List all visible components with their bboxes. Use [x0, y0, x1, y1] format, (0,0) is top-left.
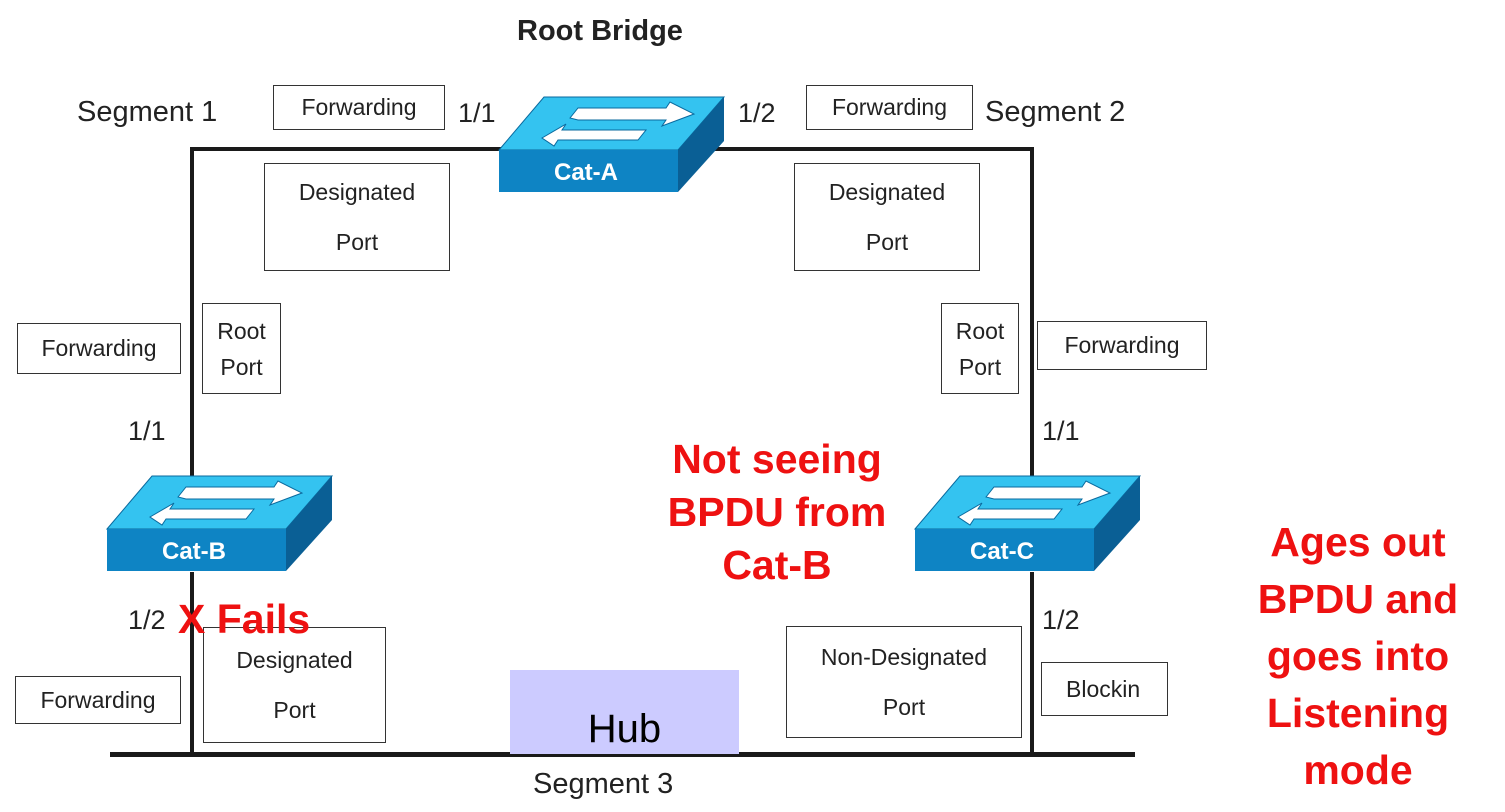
cat-a-port-1-2-role: Designated Port — [794, 163, 980, 271]
switch-cat-b-label: Cat-B — [162, 538, 226, 565]
cat-c-port-1-2-role: Non-Designated Port — [786, 626, 1022, 738]
cat-a-port-1-1-state: Forwarding — [273, 85, 445, 130]
switch-cat-a-label: Cat-A — [554, 159, 618, 186]
segment-1-label: Segment 1 — [77, 96, 218, 128]
cat-b-port-1-1-label: 1/1 — [128, 416, 166, 446]
cat-b-uplink-line — [190, 147, 194, 477]
switch-cat-c: Cat-C — [913, 475, 1142, 571]
switch-cat-a: Cat-A — [497, 96, 726, 192]
segment-3-line — [110, 752, 1135, 757]
segment-2-line — [712, 147, 1034, 151]
segment-2-label: Segment 2 — [985, 96, 1126, 128]
switch-arrows-icon — [541, 101, 696, 147]
cat-a-port-1-2-state: Forwarding — [806, 85, 973, 130]
ages-out-bpdu-annotation: Ages out BPDU and goes into Listening mo… — [1257, 519, 1459, 793]
switch-arrows-icon — [149, 480, 304, 526]
switch-arrows-icon — [957, 480, 1112, 526]
cat-c-downlink-line — [1030, 572, 1034, 756]
hub: Hub — [510, 670, 739, 754]
cat-b-port-1-1-state: Forwarding — [17, 323, 181, 374]
switch-cat-b: Cat-B — [105, 475, 334, 571]
cat-b-downlink-line — [190, 572, 194, 756]
cat-b-port-1-2-state: Forwarding — [15, 676, 181, 724]
cat-c-port-1-1-state: Forwarding — [1037, 321, 1207, 370]
segment-1-line — [192, 147, 512, 151]
cat-b-port-1-2-label: 1/2 — [128, 605, 166, 635]
cat-b-port-1-2-role: Designated Port — [203, 627, 386, 743]
switch-cat-c-label: Cat-C — [970, 538, 1034, 565]
cat-b-port-1-1-role: Root Port — [202, 303, 281, 394]
cat-c-uplink-line — [1030, 147, 1034, 477]
cat-a-port-1-1-label: 1/1 — [458, 98, 496, 128]
cat-c-port-1-2-state: Blockin — [1041, 662, 1168, 716]
cat-c-port-1-1-label: 1/1 — [1042, 416, 1080, 446]
cat-a-port-1-2-label: 1/2 — [738, 98, 776, 128]
cat-c-port-1-2-state-text: Blockin — [1066, 675, 1141, 702]
not-seeing-bpdu-annotation: Not seeing BPDU from Cat-B — [667, 436, 887, 588]
segment-3-label: Segment 3 — [533, 768, 674, 800]
hub-label: Hub — [587, 707, 662, 751]
cat-a-port-1-1-role: Designated Port — [264, 163, 450, 271]
link-failure-annotation: X Fails — [178, 596, 311, 642]
cat-c-port-1-2-label: 1/2 — [1042, 605, 1080, 635]
diagram-title: Root Bridge — [517, 15, 683, 47]
cat-c-port-1-1-role: Root Port — [941, 303, 1019, 394]
